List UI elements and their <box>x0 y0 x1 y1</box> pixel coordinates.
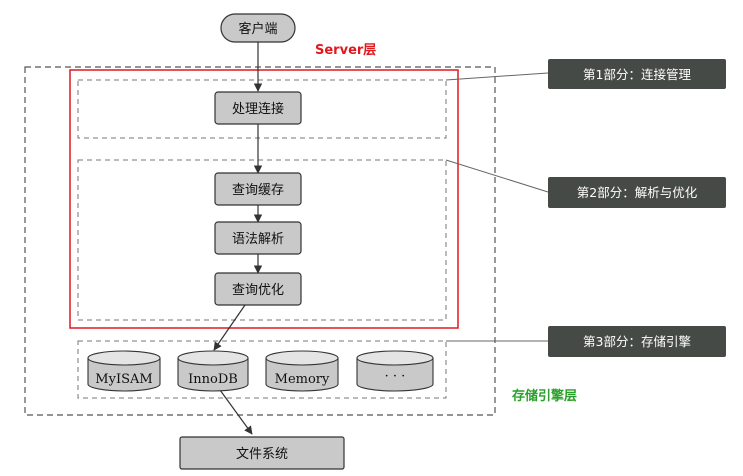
connection-label: 处理连接 <box>232 101 284 117</box>
engine-label-more: · · · <box>385 369 406 384</box>
filesystem-label: 文件系统 <box>236 447 288 462</box>
outer-boundary <box>24 66 496 416</box>
optimizer-node: 查询优化 <box>214 272 302 306</box>
client-node: 客户端 <box>220 13 296 43</box>
engine-cylinder-more: · · · <box>356 350 434 392</box>
callout-part2: 第2部分：解析与优化 <box>548 177 726 208</box>
connection-section-box <box>77 79 447 139</box>
client-label: 客户端 <box>238 21 277 37</box>
query-cache-node: 查询缓存 <box>214 172 302 206</box>
parse-optimize-section-box <box>77 159 447 321</box>
engine-cylinder-memory: Memory <box>265 350 339 392</box>
callout-part1: 第1部分：连接管理 <box>548 59 726 89</box>
query-cache-label: 查询缓存 <box>232 183 284 198</box>
engine-label-innodb: InnoDB <box>188 372 238 387</box>
arrow-innodb-to-filesystem <box>219 389 253 435</box>
server-layer-highlight <box>69 69 459 329</box>
optimizer-label: 查询优化 <box>232 283 284 298</box>
parser-node: 语法解析 <box>214 221 302 255</box>
engine-label-myisam: MyISAM <box>95 372 152 387</box>
callout-part2-label: 第2部分：解析与优化 <box>577 185 698 200</box>
filesystem-node: 文件系统 <box>179 436 345 470</box>
storage-engine-section-box <box>77 340 447 399</box>
engine-cylinder-innodb: InnoDB <box>177 350 249 392</box>
callout-part1-label: 第1部分：连接管理 <box>583 67 691 82</box>
callout-part3: 第3部分：存储引擎 <box>548 326 726 357</box>
server-layer-label: Server层 <box>315 43 376 58</box>
callout-connector-1 <box>445 72 549 81</box>
callout-connector-2 <box>445 159 549 193</box>
storage-layer-label: 存储引擎层 <box>512 388 577 404</box>
connection-node: 处理连接 <box>214 91 302 125</box>
callout-part3-label: 第3部分：存储引擎 <box>583 334 691 349</box>
arrow-optimizer-to-innodb <box>213 304 246 351</box>
parser-label: 语法解析 <box>232 232 284 247</box>
engine-label-memory: Memory <box>275 372 330 387</box>
engine-cylinder-myisam: MyISAM <box>87 350 161 392</box>
